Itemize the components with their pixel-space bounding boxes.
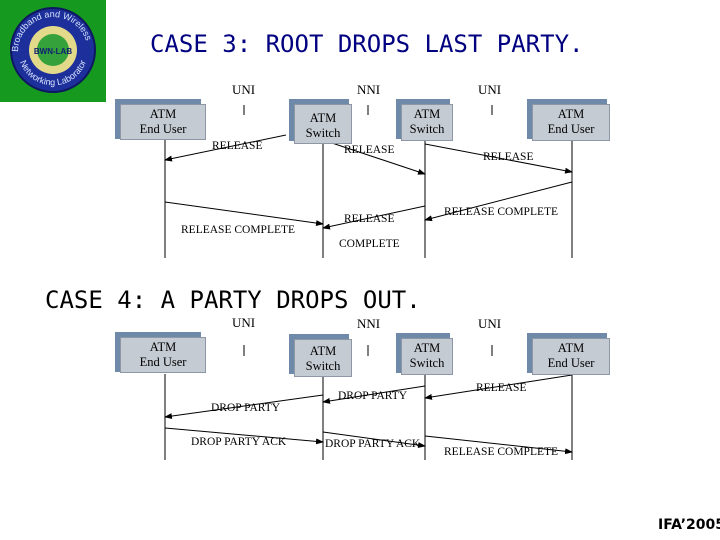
case3-arrow-release-1: [164, 134, 287, 162]
case4-msg-drop-party-1: DROP PARTY: [211, 402, 281, 414]
logo-center-text: BWN-LAB: [34, 47, 72, 56]
case3-uni-left-label: UNI: [232, 82, 256, 97]
case3-arrow-release-3: [424, 143, 573, 174]
case3-node-end-user-right: ATM End User: [532, 104, 610, 141]
case3-node-end-user-left: ATM End User: [120, 104, 206, 140]
case3-msg-release-complete-1: RELEASE COMPLETE: [181, 224, 296, 236]
case4-arrow-release: [424, 374, 573, 400]
case4-msg-release: RELEASE: [476, 382, 527, 394]
case3-node-switch-left: ATM Switch: [294, 104, 352, 144]
footer-conference-mark: IFA’2005: [658, 517, 720, 533]
case4-msg-release-complete: RELEASE COMPLETE: [444, 446, 559, 458]
case3-msg-release-2: RELEASE: [344, 144, 395, 156]
case3-nni-label: NNI: [357, 82, 381, 97]
case4-nni-label: NNI: [357, 316, 381, 331]
case4-node-switch-right: ATM Switch: [401, 338, 453, 375]
case3-msg-release-complete-2-line2: COMPLETE: [339, 238, 400, 250]
case3-msg-release-1: RELEASE: [212, 140, 263, 152]
case3-uni-right-label: UNI: [478, 82, 502, 97]
case3-msg-release-complete-3: RELEASE COMPLETE: [444, 206, 559, 218]
case4-node-end-user-right: ATM End User: [532, 338, 610, 375]
case3-arrow-release-2: [322, 139, 426, 175]
case3-msg-release-complete-2-line1: RELEASE: [344, 213, 395, 225]
case4-arrow-release-complete: [424, 435, 573, 455]
case3-arrow-release-complete-2: [322, 205, 426, 230]
case4-uni-right-label: UNI: [478, 316, 502, 331]
case4-uni-left-label: UNI: [232, 315, 256, 330]
case3-arrow-release-complete-3: [424, 181, 573, 222]
case4-msg-drop-party-ack-1: DROP PARTY ACK: [191, 436, 287, 448]
case3-msg-release-3: RELEASE: [483, 151, 534, 163]
case4-node-switch-left: ATM Switch: [294, 339, 352, 377]
case4-arrow-drop-party-2: [322, 385, 426, 404]
lab-logo: Broadband and Wireless Networking Labora…: [0, 0, 106, 102]
case4-msg-drop-party-2: DROP PARTY: [338, 390, 408, 402]
case4-arrow-drop-party-1: [164, 394, 324, 420]
case3-title: CASE 3: ROOT DROPS LAST PARTY.: [150, 30, 584, 58]
case4-msg-drop-party-ack-2: DROP PARTY ACK: [325, 438, 421, 450]
case3-node-switch-right: ATM Switch: [401, 104, 453, 141]
case4-node-end-user-left: ATM End User: [120, 337, 206, 373]
case3-arrow-release-complete-1: [164, 201, 324, 227]
case4-arrow-drop-party-ack-2: [322, 431, 426, 449]
case4-arrow-drop-party-ack-1: [164, 427, 324, 445]
case4-title: CASE 4: A PARTY DROPS OUT.: [45, 286, 421, 314]
